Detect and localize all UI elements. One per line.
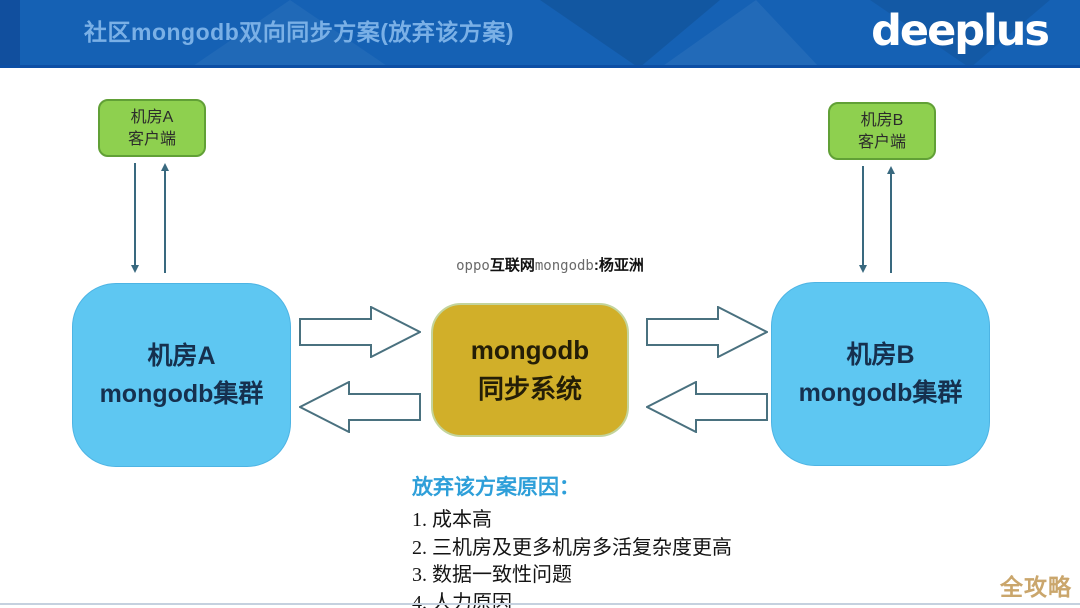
reason-item-2: 2. 三机房及更多机房多活复杂度更高 xyxy=(412,536,732,559)
node-client-a-line1: 机房A xyxy=(130,109,174,126)
node-cluster-a-line1: 机房A xyxy=(147,342,216,370)
node-client-b-line1: 机房B xyxy=(860,112,904,129)
arrow-cluster-b-to-client-b-icon xyxy=(887,166,895,273)
reasons-block: 放弃该方案原因： 1. 成本高 2. 三机房及更多机房多活复杂度更高 3. 数据… xyxy=(412,471,732,608)
node-client-b-line2: 客户端 xyxy=(857,134,906,151)
header-left-strip xyxy=(0,0,20,65)
reason-item-1: 1. 成本高 xyxy=(412,509,492,531)
bottom-divider xyxy=(0,603,1080,605)
arrow-client-a-to-cluster-a-icon xyxy=(131,163,139,273)
block-arrow-left-icon xyxy=(299,381,421,433)
reason-item-4: 4. 人力原因 xyxy=(412,591,512,608)
node-cluster-b-line1: 机房B xyxy=(846,341,915,369)
node-client-a: 机房A 客户端 xyxy=(98,99,206,157)
site-watermark: 全攻略 xyxy=(1000,574,1072,600)
author-watermark: oppo互联网mongodb:杨亚洲 xyxy=(430,254,670,275)
node-cluster-b: 机房B mongodb集群 xyxy=(771,282,990,466)
block-arrow-right-shape xyxy=(299,306,421,358)
node-client-b: 机房B 客户端 xyxy=(828,102,936,160)
node-cluster-b-line2: mongodb集群 xyxy=(798,379,963,407)
block-arrow-right-shape xyxy=(646,306,768,358)
watermark-oppo: oppo xyxy=(456,258,490,274)
reasons-heading: 放弃该方案原因： xyxy=(412,476,580,499)
node-sync-line2: 同步系统 xyxy=(477,374,582,404)
slide-title: 社区mongodb双向同步方案(放弃该方案) xyxy=(84,19,515,45)
node-sync-line1: mongodb xyxy=(470,335,590,365)
block-arrow-left-icon xyxy=(646,381,768,433)
block-arrow-left-shape xyxy=(646,381,768,433)
node-sync-system: mongodb 同步系统 xyxy=(431,303,629,437)
watermark-mongodb: mongodb xyxy=(534,258,594,274)
block-arrow-right-icon xyxy=(646,306,768,358)
node-client-a-line2: 客户端 xyxy=(127,131,176,148)
node-cluster-a: 机房A mongodb集群 xyxy=(72,283,291,467)
reason-item-3: 3. 数据一致性问题 xyxy=(412,564,572,586)
block-arrow-left-shape xyxy=(299,381,421,433)
deeplus-logo: deeplus xyxy=(871,6,1050,56)
arrow-cluster-a-to-client-a-icon xyxy=(161,163,169,273)
block-arrow-right-icon xyxy=(299,306,421,358)
arrow-client-b-to-cluster-b-icon xyxy=(859,166,867,273)
header-bar: 社区mongodb双向同步方案(放弃该方案) deeplus xyxy=(0,0,1080,68)
watermark-author: :杨亚洲 xyxy=(593,257,644,274)
node-cluster-a-line2: mongodb集群 xyxy=(99,380,264,408)
watermark-hulianwang: 互联网 xyxy=(489,257,535,274)
